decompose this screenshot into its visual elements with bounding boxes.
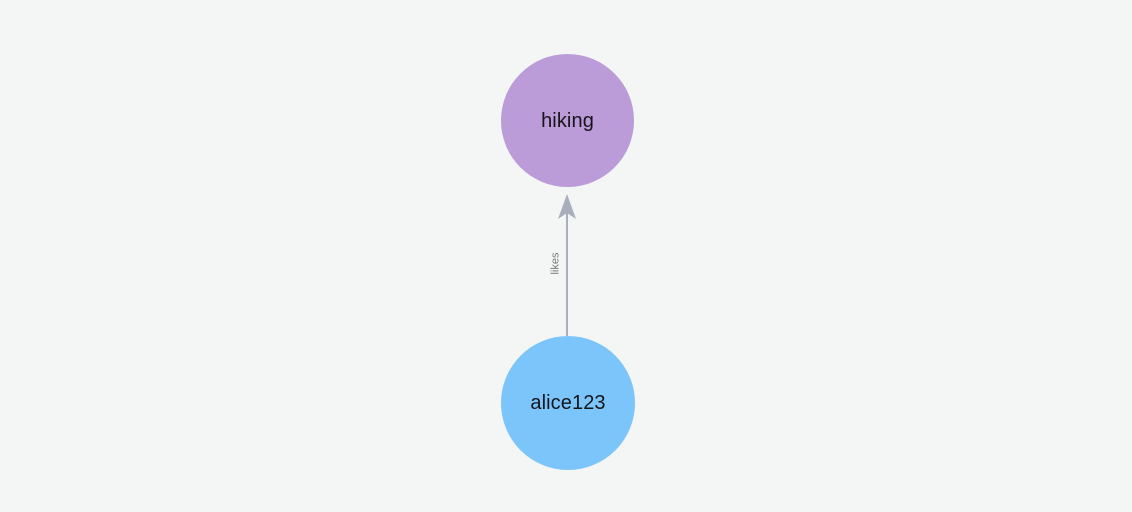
graph-node-label: hiking — [541, 109, 594, 132]
graph-node-alice123[interactable]: alice123 — [501, 336, 635, 470]
edge-label-likes: likes — [549, 252, 562, 275]
graph-node-label: alice123 — [530, 392, 606, 414]
edge-arrowhead-icon — [558, 194, 576, 219]
graph-node-hiking[interactable]: hiking — [501, 54, 634, 187]
